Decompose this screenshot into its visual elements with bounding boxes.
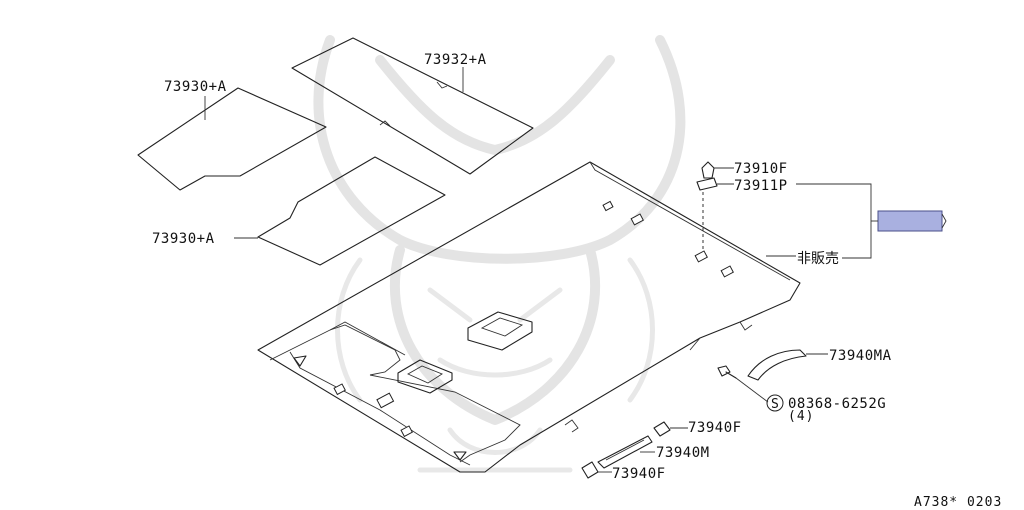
label-bracket-f-lower: 73940F	[612, 466, 666, 482]
clip-73911p-part[interactable]	[696, 177, 718, 191]
front-pad-part[interactable]	[257, 156, 446, 266]
screw-part[interactable]	[717, 365, 737, 379]
label-center-pad: 73932+A	[424, 52, 487, 68]
label-bracket-f-upper: 73940F	[688, 420, 742, 436]
center-pad-part[interactable]	[291, 37, 534, 175]
label-screw-qty: (4)	[788, 409, 814, 424]
rear-pad-part[interactable]	[137, 87, 327, 191]
center-pad-notch	[436, 81, 448, 89]
label-screw-symbol: S	[771, 397, 780, 412]
assist-grip-73940ma-part[interactable]	[747, 349, 807, 381]
screw-symbol-icon	[766, 394, 784, 412]
highlight-edge-mark	[941, 213, 947, 229]
headlining-panel[interactable]	[257, 161, 801, 473]
diagram-code: A738* 0203	[914, 495, 1002, 510]
label-grip-ma: 73940MA	[829, 348, 892, 364]
label-front-pad: 73930+A	[152, 231, 215, 247]
watermark-emblem	[313, 35, 686, 473]
label-grip-m: 73940M	[656, 445, 710, 461]
label-not-for-sale: 非販売	[797, 251, 839, 267]
grip-73940m-part[interactable]	[597, 435, 653, 469]
bracket-73940f-upper-part[interactable]	[653, 421, 671, 437]
not-for-sale-highlight[interactable]	[877, 210, 943, 232]
clip-73910f-part[interactable]	[701, 161, 715, 179]
label-clip-f: 73910F	[734, 161, 788, 177]
bracket-73940f-lower-part[interactable]	[581, 461, 599, 479]
label-rear-pad: 73930+A	[164, 79, 227, 95]
center-pad-notch-2	[379, 120, 391, 127]
label-clip-p: 73911P	[734, 178, 788, 194]
leader-lines	[204, 67, 878, 473]
label-screw: 08368-6252G	[788, 396, 886, 412]
